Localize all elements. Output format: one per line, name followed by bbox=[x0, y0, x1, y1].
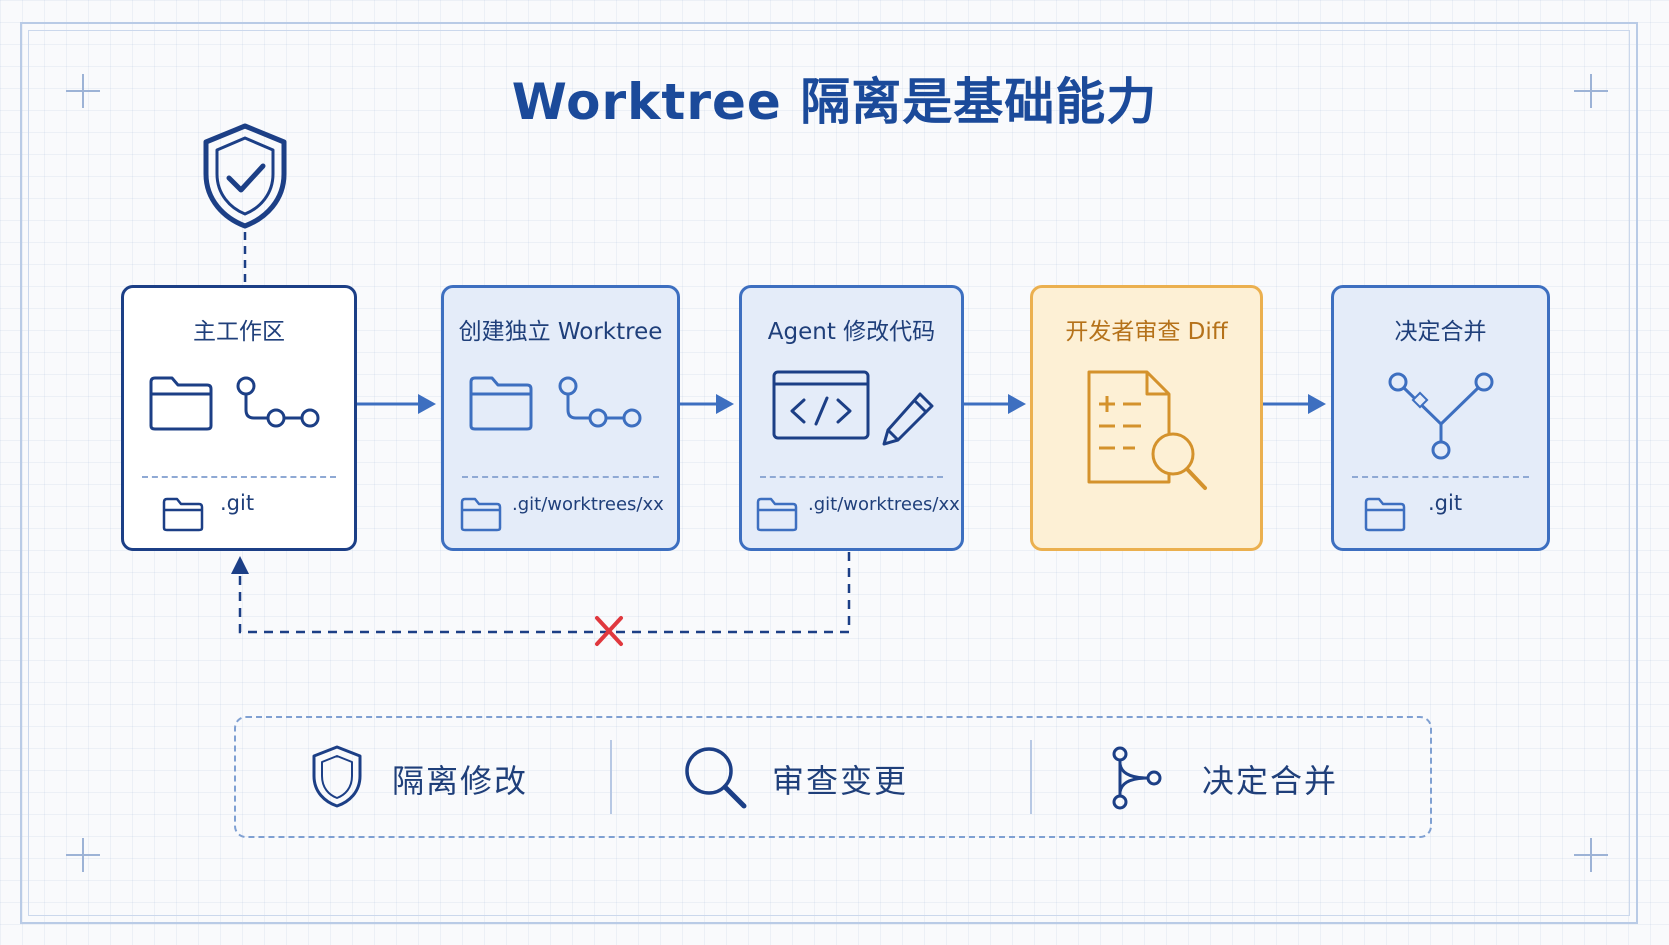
legend-panel bbox=[234, 716, 1432, 838]
diagram-title: Worktree 隔离是基础能力 bbox=[511, 73, 1158, 131]
step-decide-merge: 决定合并 .git bbox=[1331, 285, 1550, 551]
divider bbox=[462, 476, 659, 478]
git-path: .git/worktrees/xx bbox=[808, 494, 960, 515]
step-create-worktree: 创建独立 Worktree .git/worktrees/xx bbox=[441, 285, 680, 551]
git-branch-icon bbox=[558, 376, 642, 428]
step-main-workspace: 主工作区 .git bbox=[121, 285, 357, 551]
folder-icon bbox=[460, 497, 502, 532]
legend-label: 审查变更 bbox=[772, 762, 909, 800]
git-branch-icon bbox=[236, 376, 320, 428]
step-agent-modify: Agent 修改代码 .git/worktrees/xx bbox=[739, 285, 964, 551]
step-label: Agent 修改代码 bbox=[767, 319, 936, 345]
step-label: 主工作区 bbox=[193, 319, 285, 345]
flow-arrow bbox=[1262, 394, 1326, 414]
corner-mark bbox=[1574, 838, 1608, 872]
flow-arrow bbox=[964, 394, 1026, 414]
blocked-return-arrowhead bbox=[231, 556, 249, 574]
outer-frame bbox=[20, 22, 1638, 924]
divider bbox=[760, 476, 943, 478]
blocked-return-path bbox=[238, 552, 851, 634]
shield-check-icon bbox=[203, 123, 287, 229]
inner-frame bbox=[28, 30, 1630, 916]
merge-icon bbox=[1388, 372, 1494, 460]
divider bbox=[142, 476, 336, 478]
step-review-diff: 开发者审查 Diff bbox=[1030, 285, 1263, 551]
folder-icon bbox=[162, 497, 204, 532]
pencil-icon bbox=[882, 392, 934, 446]
diff-search-icon bbox=[1087, 370, 1207, 490]
folder-icon bbox=[469, 376, 533, 431]
blocked-x-icon bbox=[595, 616, 623, 646]
folder-icon bbox=[756, 497, 798, 532]
step-label: 开发者审查 Diff bbox=[1065, 319, 1228, 345]
flow-arrow bbox=[357, 394, 436, 414]
folder-icon bbox=[149, 376, 213, 431]
git-path: .git/worktrees/xx bbox=[512, 494, 664, 515]
shield-icon bbox=[312, 745, 362, 808]
flow-arrow bbox=[680, 394, 734, 414]
corner-mark bbox=[1574, 74, 1608, 108]
step-label: 决定合并 bbox=[1394, 319, 1487, 345]
legend-divider bbox=[1030, 740, 1032, 814]
legend-label: 决定合并 bbox=[1202, 762, 1339, 800]
git-path: .git bbox=[1428, 491, 1463, 515]
legend-label: 隔离修改 bbox=[392, 762, 529, 800]
folder-icon bbox=[1364, 497, 1406, 532]
corner-mark bbox=[66, 838, 100, 872]
search-icon bbox=[685, 747, 747, 809]
git-path: .git bbox=[220, 491, 255, 515]
code-window-icon bbox=[772, 370, 870, 440]
step-label: 创建独立 Worktree bbox=[458, 319, 663, 345]
legend-divider bbox=[610, 740, 612, 814]
divider bbox=[1352, 476, 1529, 478]
merge-icon bbox=[1112, 746, 1162, 810]
corner-mark bbox=[66, 74, 100, 108]
